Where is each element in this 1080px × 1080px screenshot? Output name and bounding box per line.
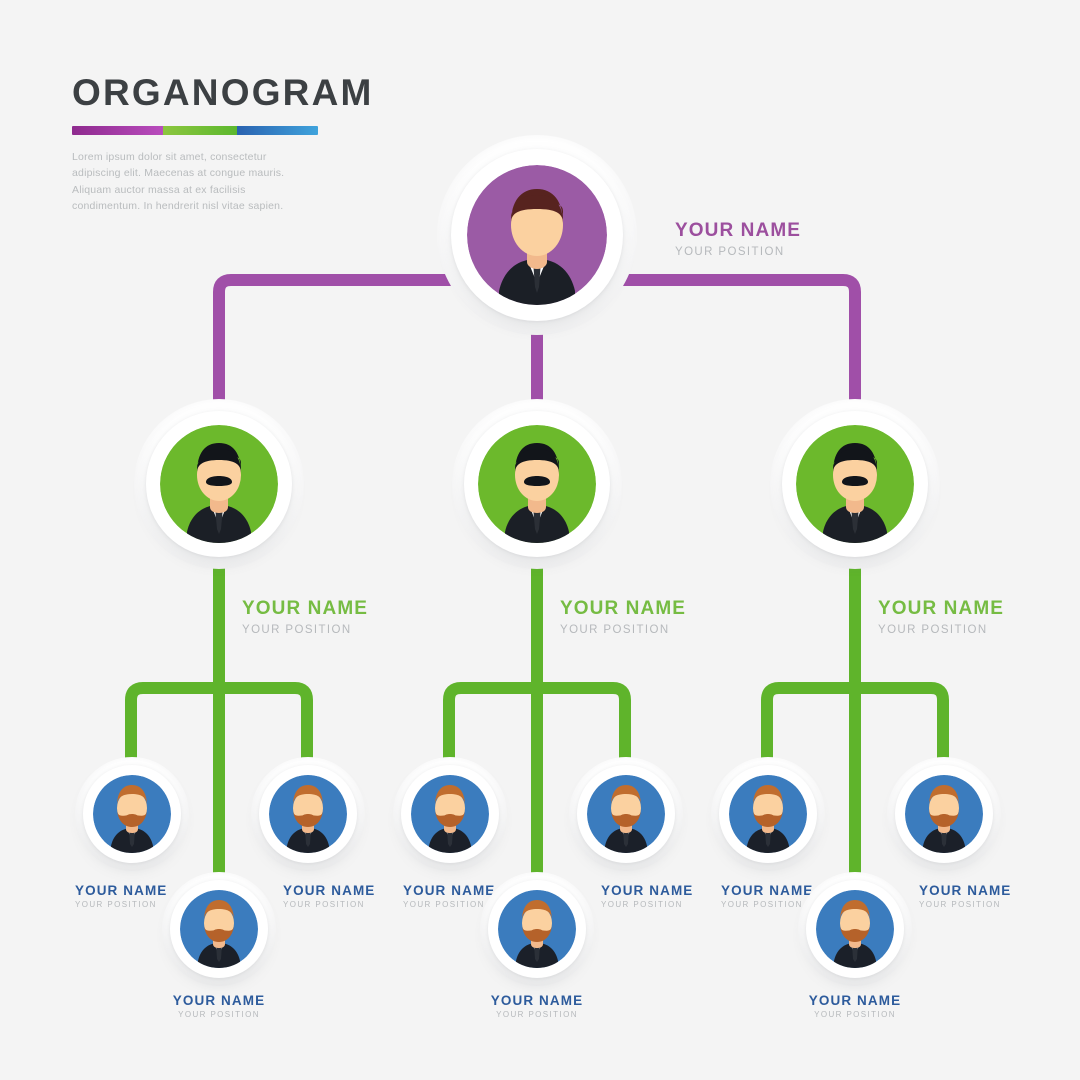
rule-segment-purple xyxy=(72,126,164,135)
avatar-ceo xyxy=(467,165,607,305)
label-staff-2: YOUR NAME YOUR POSITION xyxy=(283,883,376,911)
rule-segment-blue xyxy=(236,126,318,135)
label-staff-3: YOUR NAME YOUR POSITION xyxy=(119,993,319,1021)
node-name: YOUR NAME xyxy=(242,598,369,619)
avatar-staff xyxy=(180,890,258,968)
label-manager-center: YOUR NAME YOUR POSITION xyxy=(560,599,686,638)
avatar-manager xyxy=(796,425,914,543)
avatar-staff xyxy=(498,890,576,968)
node-name: YOUR NAME xyxy=(490,993,584,1008)
avatar-staff xyxy=(269,775,347,853)
node-position: YOUR POSITION xyxy=(403,900,485,910)
node-name: YOUR NAME xyxy=(560,598,687,619)
node-position: YOUR POSITION xyxy=(675,245,785,258)
node-name: YOUR NAME xyxy=(919,883,1012,898)
label-manager-right: YOUR NAME YOUR POSITION xyxy=(878,599,1004,638)
node-position: YOUR POSITION xyxy=(919,900,1001,910)
avatar-staff xyxy=(587,775,665,853)
node-name: YOUR NAME xyxy=(601,883,694,898)
node-position: YOUR POSITION xyxy=(560,623,670,636)
avatar-manager xyxy=(478,425,596,543)
label-staff-8: YOUR NAME YOUR POSITION xyxy=(919,883,1012,911)
header-block: ORGANOGRAM Lorem ipsum dolor sit amet, c… xyxy=(72,74,402,214)
node-position: YOUR POSITION xyxy=(242,623,352,636)
avatar-staff xyxy=(411,775,489,853)
node-name: YOUR NAME xyxy=(808,993,902,1008)
node-name: YOUR NAME xyxy=(75,883,168,898)
node-name: YOUR NAME xyxy=(172,993,266,1008)
node-position: YOUR POSITION xyxy=(878,623,988,636)
avatar-manager xyxy=(160,425,278,543)
label-staff-4: YOUR NAME YOUR POSITION xyxy=(403,883,496,911)
node-name: YOUR NAME xyxy=(675,220,802,241)
rule-segment-green xyxy=(163,126,237,135)
avatar-staff xyxy=(93,775,171,853)
node-position: YOUR POSITION xyxy=(601,900,683,910)
label-staff-9: YOUR NAME YOUR POSITION xyxy=(755,993,955,1021)
label-manager-left: YOUR NAME YOUR POSITION xyxy=(242,599,368,638)
node-position: YOUR POSITION xyxy=(721,900,803,910)
node-position: YOUR POSITION xyxy=(75,900,157,910)
page-title: ORGANOGRAM xyxy=(72,72,374,113)
label-staff-5: YOUR NAME YOUR POSITION xyxy=(601,883,694,911)
avatar-staff xyxy=(729,775,807,853)
label-staff-7: YOUR NAME YOUR POSITION xyxy=(721,883,814,911)
node-name: YOUR NAME xyxy=(721,883,814,898)
node-name: YOUR NAME xyxy=(403,883,496,898)
node-name: YOUR NAME xyxy=(283,883,376,898)
accent-rule-bar xyxy=(72,126,318,135)
node-position: YOUR POSITION xyxy=(178,1010,260,1020)
avatar-staff xyxy=(816,890,894,968)
node-position: YOUR POSITION xyxy=(814,1010,896,1020)
avatar-staff xyxy=(905,775,983,853)
label-staff-1: YOUR NAME YOUR POSITION xyxy=(75,883,168,911)
header-subtitle: Lorem ipsum dolor sit amet, consectetur … xyxy=(72,151,285,212)
node-position: YOUR POSITION xyxy=(283,900,365,910)
node-name: YOUR NAME xyxy=(878,598,1005,619)
label-staff-6: YOUR NAME YOUR POSITION xyxy=(437,993,637,1021)
node-position: YOUR POSITION xyxy=(496,1010,578,1020)
label-ceo: YOUR NAME YOUR POSITION xyxy=(675,221,801,260)
